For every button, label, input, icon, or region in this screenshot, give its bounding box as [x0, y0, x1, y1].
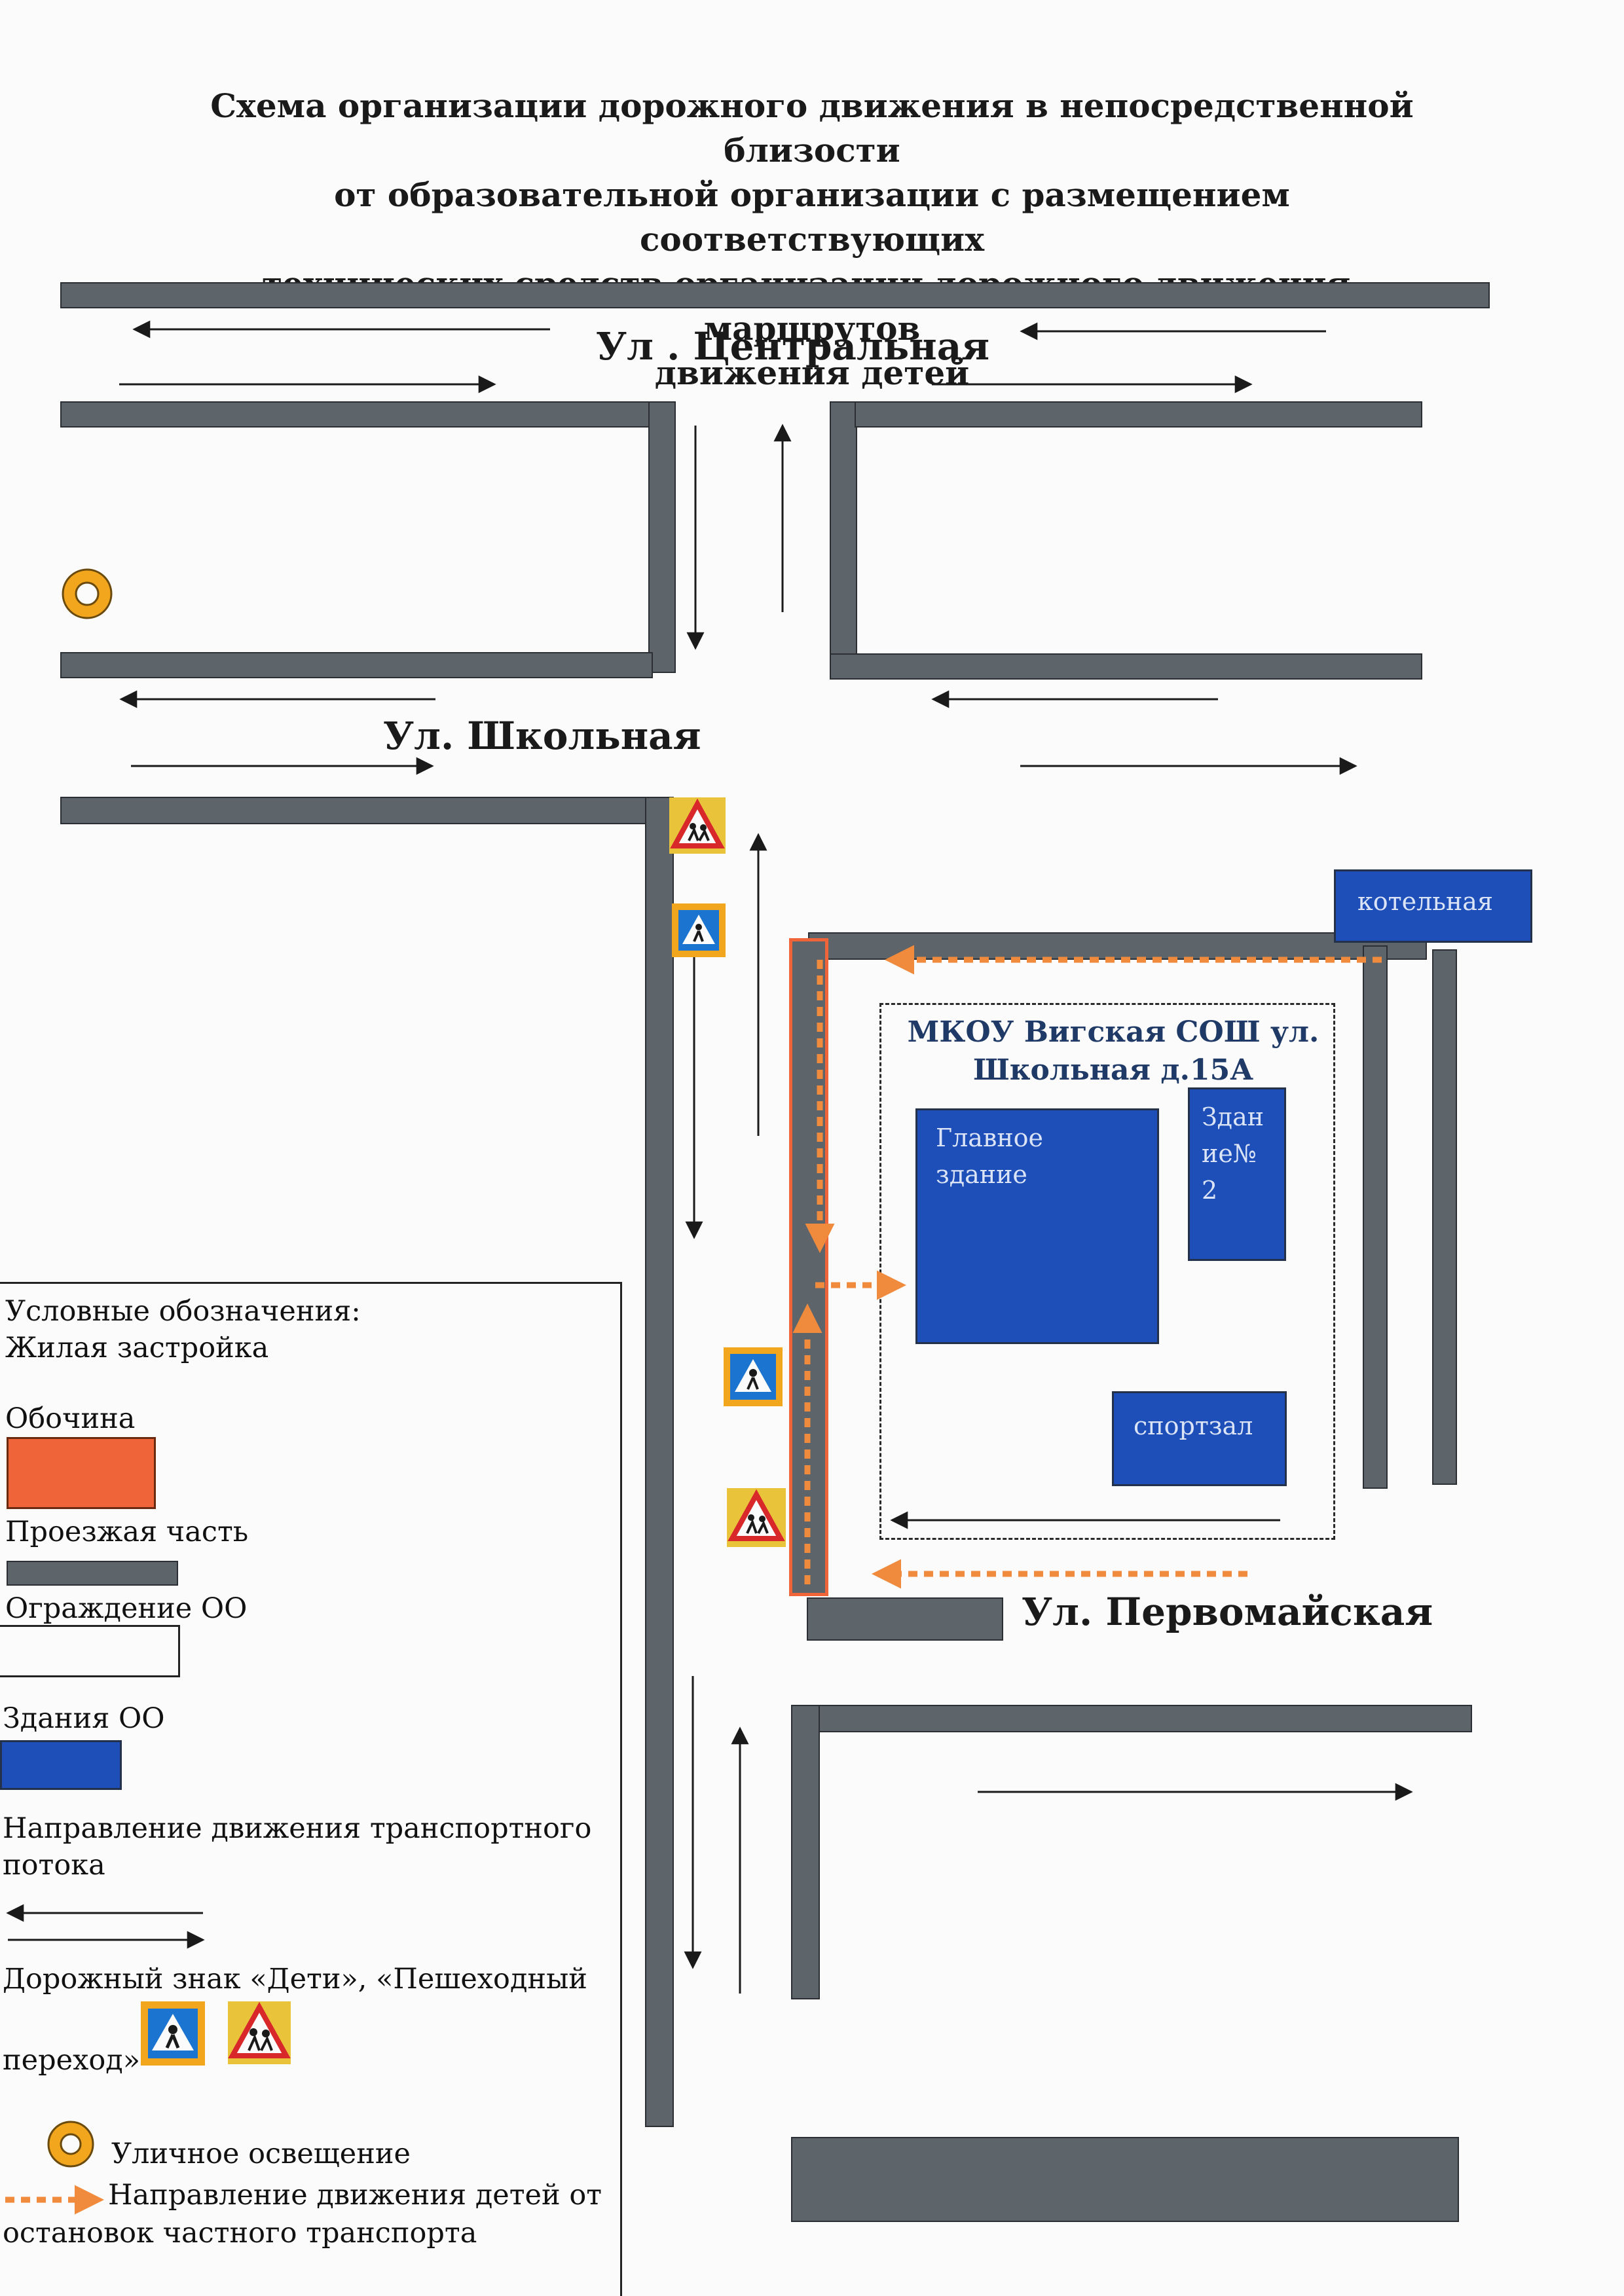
- legend-fence: Ограждение ОО: [5, 1592, 248, 1625]
- block-pervomayskaya: [807, 1597, 1003, 1641]
- school-name: МКОУ Вигская СОШ ул. Школьная д.15А: [877, 1013, 1349, 1089]
- gym-label: спортзал: [1134, 1412, 1253, 1440]
- block-ne-top: [855, 401, 1422, 428]
- legend-shoulder-swatch: [7, 1437, 156, 1509]
- block-se-top: [791, 1705, 1472, 1732]
- title-line-4: движения детей: [654, 354, 970, 392]
- school-fence-right: [1363, 945, 1388, 1489]
- road-east-vertical: [1432, 949, 1457, 1485]
- street-label-school: Ул. Школьная: [383, 714, 701, 758]
- legend-traffic-2: потока: [3, 1849, 105, 1882]
- block-w-top: [60, 797, 673, 824]
- block-nw-bottom: [60, 652, 653, 678]
- school-name-line-1: МКОУ Вигская СОШ ул.: [907, 1015, 1320, 1049]
- block-south: [791, 2137, 1459, 2222]
- traffic-arrows: [119, 320, 1413, 1994]
- legend-children-2: остановок частного транспорта: [3, 2217, 477, 2250]
- legend-children-1: Направление движения детей от: [108, 2179, 602, 2212]
- school-name-line-2: Школьная д.15А: [972, 1053, 1254, 1087]
- title-line-1: Схема организации дорожного движения в н…: [210, 86, 1414, 170]
- block-nw-right: [648, 401, 676, 673]
- road-top-central: [60, 282, 1490, 308]
- title-line-2: от образовательной организации с размеще…: [334, 175, 1290, 259]
- building-2-label-2: ие№: [1202, 1139, 1257, 1168]
- block-ne-left: [830, 401, 857, 657]
- legend-fence-swatch: [0, 1625, 180, 1677]
- road-west-vertical: [645, 797, 674, 2127]
- building-2: Здан ие№ 2: [1188, 1087, 1286, 1261]
- block-se-left: [791, 1705, 820, 1999]
- legend-signs-2: переход»: [3, 2044, 141, 2077]
- gym-building: спортзал: [1112, 1391, 1287, 1486]
- legend-buildings: Здания ОО: [3, 1702, 165, 1735]
- legend-street-light-icon: [47, 2121, 94, 2168]
- building-2-label-1: Здан: [1202, 1102, 1264, 1131]
- children-sign-icon: [669, 797, 726, 854]
- legend-building-swatch: [0, 1740, 122, 1790]
- legend-roadway: Проезжая часть: [5, 1516, 249, 1548]
- children-routes: [5, 945, 1382, 2215]
- legend-lighting: Уличное освещение: [111, 2138, 411, 2170]
- street-label-central: Ул . Центральная: [596, 324, 990, 369]
- legend-signs-1: Дорожный знак «Дети», «Пешеходный: [3, 1963, 587, 1995]
- legend-roadway-swatch: [7, 1561, 178, 1586]
- boiler-label: котельная: [1357, 887, 1493, 916]
- children-sign-icon: [228, 2001, 291, 2064]
- street-label-pervomayskaya: Ул. Первомайская: [1022, 1590, 1433, 1634]
- shoulder-strip: [789, 938, 828, 1596]
- main-building-label-1: Главное: [936, 1123, 1044, 1152]
- legend-residential: Жилая застройка: [5, 1332, 269, 1364]
- legend-heading: Условные обозначения:: [5, 1295, 361, 1328]
- legend-traffic-1: Направление движения транспортного: [3, 1812, 592, 1845]
- legend-traffic-arrows: [6, 1904, 205, 1949]
- legend-shoulder: Обочина: [5, 1402, 136, 1435]
- crosswalk-sign-icon: [672, 903, 726, 957]
- building-2-label-3: 2: [1202, 1176, 1218, 1205]
- main-building-label-2: здание: [936, 1160, 1027, 1189]
- crosswalk-sign-icon: [141, 2001, 205, 2066]
- street-light-icon: [62, 568, 113, 619]
- children-sign-icon: [727, 1488, 786, 1547]
- block-nw-top: [60, 401, 656, 428]
- crosswalk-sign-icon: [724, 1347, 783, 1406]
- block-ne-bottom: [830, 653, 1422, 680]
- boiler-building: котельная: [1334, 869, 1532, 943]
- main-building: Главное здание: [915, 1108, 1159, 1344]
- legend-panel: [0, 1282, 622, 2296]
